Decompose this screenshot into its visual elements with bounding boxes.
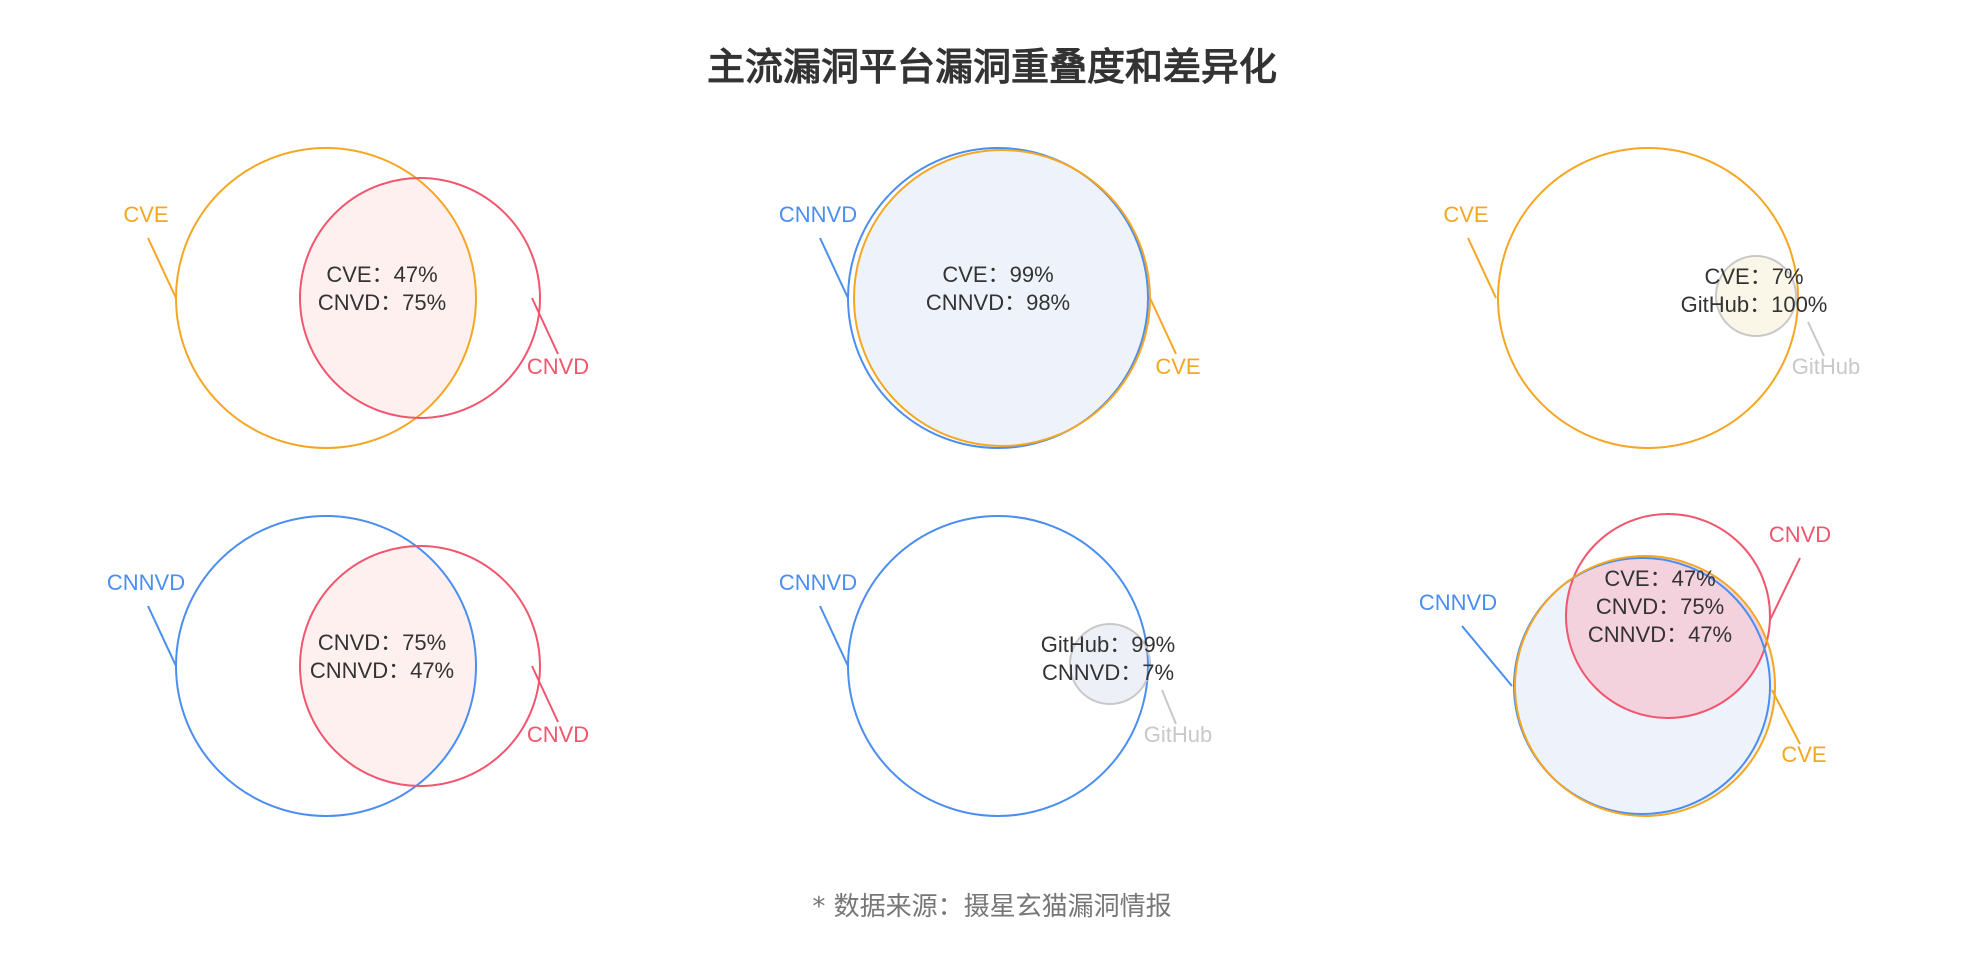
cve-set-label: CVE bbox=[1443, 202, 1488, 227]
overlap-label: CVE：99% bbox=[942, 262, 1053, 287]
overlap-label: CNNVD：7% bbox=[1042, 660, 1174, 685]
github-circle bbox=[1069, 623, 1151, 705]
cnnvd-set-label: CNNVD bbox=[779, 570, 857, 595]
cnvd-circle bbox=[299, 545, 541, 787]
cve-set-label: CVE bbox=[123, 202, 168, 227]
cnnvd-set-label: CNNVD bbox=[107, 570, 185, 595]
overlap-region bbox=[300, 178, 476, 418]
github-leader-line bbox=[1807, 321, 1825, 357]
cnnvd-leader-line bbox=[819, 605, 849, 667]
cnvd-set-label: CNVD bbox=[527, 354, 589, 379]
overlap-region bbox=[854, 150, 1150, 446]
overlap-label: CNNVD：47% bbox=[1588, 622, 1732, 647]
overlap-region bbox=[1070, 624, 1150, 704]
overlap-label: CVE：47% bbox=[326, 262, 437, 287]
github-set-label: GitHub bbox=[1144, 722, 1212, 747]
venn-chart-1: CVE CNVD CVE：47% CNVD：75% bbox=[123, 147, 589, 449]
cnvd-set-label: CNVD bbox=[1769, 522, 1831, 547]
venn-chart-5: CNNVD GitHub GitHub：99% CNNVD：7% bbox=[779, 515, 1212, 817]
overlap-label: GitHub：99% bbox=[1041, 632, 1176, 657]
overlap-label: GitHub：100% bbox=[1681, 292, 1828, 317]
venn-chart-3: CVE GitHub CVE：7% GitHub：100% bbox=[1443, 147, 1860, 449]
overlap-label: CVE：47% bbox=[1604, 566, 1715, 591]
github-circle bbox=[1715, 255, 1797, 337]
overlap-region bbox=[300, 546, 476, 786]
overlap-label: CNNVD：98% bbox=[926, 290, 1070, 315]
overlap-label: CVE：7% bbox=[1704, 264, 1803, 289]
chart-title: 主流漏洞平台漏洞重叠度和差异化 bbox=[706, 45, 1277, 89]
cve-leader-line bbox=[1771, 689, 1801, 745]
overlap-label: CNVD：75% bbox=[1596, 594, 1724, 619]
cve-circle bbox=[1497, 147, 1799, 449]
overlap-label: CNVD：75% bbox=[318, 630, 446, 655]
overlap-region bbox=[1716, 256, 1796, 336]
cnvd-circle bbox=[1565, 513, 1771, 719]
cve-circle bbox=[1514, 555, 1776, 817]
source-footnote: * 数据来源：摄星玄猫漏洞情报 bbox=[812, 892, 1172, 922]
venn-chart-2: CNNVD CVE CVE：99% CNNVD：98% bbox=[779, 147, 1201, 449]
github-leader-line bbox=[1161, 689, 1177, 725]
cve-leader-line bbox=[147, 237, 177, 299]
overlap-label: CNNVD：47% bbox=[310, 658, 454, 683]
venn-chart-6: CNVD CNNVD CVE CVE：47% CNVD：75% CNNVD：47% bbox=[1419, 513, 1831, 817]
cnnvd-set-label: CNNVD bbox=[1419, 590, 1497, 615]
github-set-label: GitHub bbox=[1792, 354, 1860, 379]
cve-set-label: CVE bbox=[1155, 354, 1200, 379]
cve-leader-line bbox=[1467, 237, 1497, 299]
cnvd-circle bbox=[299, 177, 541, 419]
cnvd-leader-line bbox=[1769, 557, 1801, 621]
cnvd-set-label: CNVD bbox=[527, 722, 589, 747]
cve-set-label: CVE bbox=[1781, 742, 1826, 767]
cve-leader-line bbox=[1149, 297, 1177, 355]
cnvd-leader-line bbox=[531, 297, 559, 355]
overlap-label: CNVD：75% bbox=[318, 290, 446, 315]
cnnvd-leader-line bbox=[147, 605, 177, 667]
venn-chart-4: CNNVD CNVD CNVD：75% CNNVD：47% bbox=[107, 515, 589, 817]
cnnvd-leader-line bbox=[819, 237, 849, 299]
cnvd-leader-line bbox=[531, 665, 559, 723]
cnnvd-leader-line bbox=[1461, 625, 1513, 687]
cnnvd-set-label: CNNVD bbox=[779, 202, 857, 227]
